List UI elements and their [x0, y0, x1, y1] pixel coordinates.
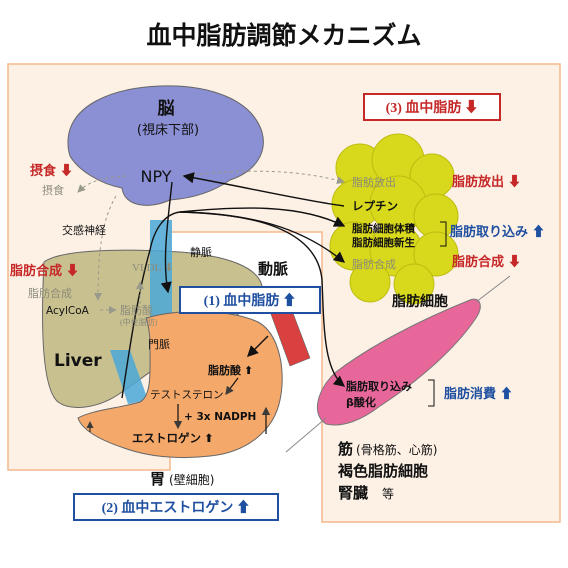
neogenesis-text: 脂肪細胞新生 — [351, 236, 415, 249]
stomach-fatty-acid-text: 脂肪酸⬆ — [207, 363, 253, 377]
muscle-shape — [316, 298, 481, 426]
svg-text:(1) 血中脂肪⬆: (1) 血中脂肪⬆ — [204, 292, 297, 309]
npy-label: NPY — [140, 167, 171, 186]
consumption-bracket — [428, 379, 435, 407]
lipogenesis-label: 脂肪合成 — [28, 286, 72, 300]
arrow-artery-to-stomach — [247, 335, 269, 357]
brain-sublabel: (視床下部) — [137, 123, 199, 138]
estrogen-text: エストロゲン⬆ — [132, 431, 214, 445]
muscle-line1: 筋(骨格筋、心筋) — [337, 440, 437, 458]
vein-shape — [150, 220, 172, 338]
svg-text:(3) 血中脂肪⬇: (3) 血中脂肪⬇ — [386, 99, 479, 116]
muscle-line3: 腎臓等 — [338, 484, 394, 502]
fatty-acid-label: 脂肪酸 — [120, 303, 153, 317]
consumption-up-label: 脂肪消費⬆ — [443, 386, 513, 401]
feeding-label: 摂食 — [42, 183, 64, 197]
liver-label: Liver — [54, 351, 102, 371]
beta-oxidation-text: β酸化 — [346, 395, 376, 409]
release-up-label: 脂肪放出⬇ — [451, 174, 521, 189]
callout-estrogen-2: (2) 血中エストロゲン⬆ — [73, 493, 279, 521]
arrow-vessel-to-accumulation — [179, 207, 346, 227]
portal-vein-label: 門脈 — [148, 337, 170, 351]
stomach-name: 胃(壁細胞) — [150, 470, 214, 488]
page-title: 血中脂肪調節メカニズム — [146, 21, 421, 50]
portal-vein-shape — [110, 350, 148, 404]
arrow-npy-to-release — [181, 170, 345, 185]
vldl-label: VLDL⬇ — [132, 262, 174, 274]
artery-label: 動脈 — [258, 260, 288, 278]
callout-blood-fat-1: (1) 血中脂肪⬆ — [179, 286, 321, 314]
uptake-bracket — [440, 221, 447, 247]
testosterone-text: テストステロン — [150, 389, 224, 401]
feeding-down-label: 摂食⬇ — [30, 163, 73, 178]
stomach-shape — [77, 311, 283, 459]
muscle-line2: 褐色脂肪細胞 — [337, 462, 428, 480]
muscle-tendon-left — [285, 417, 327, 453]
adipose-cluster — [329, 133, 459, 305]
brain-label: 脳 — [158, 99, 175, 119]
svg-text:(2) 血中エストロゲン⬆: (2) 血中エストロゲン⬆ — [102, 499, 251, 516]
muscle-tendon-right — [475, 275, 511, 303]
accumulation-text: 脂肪細胞体積 — [351, 222, 415, 235]
synthesis-down-label: 脂肪合成⬇ — [451, 254, 521, 269]
arrow-npy-down — [160, 181, 173, 294]
acylcoa-label: AcylCoA — [46, 305, 90, 317]
neutral-fat-label: (中性脂肪) — [120, 317, 158, 327]
sympathetic-label: 交感神経 — [62, 223, 106, 237]
arrow-stomach-up — [121, 211, 181, 399]
callout-blood-fat-3: (3) 血中脂肪⬇ — [363, 93, 501, 121]
adipose-release-text: 脂肪放出 — [352, 175, 396, 189]
arrow-vessel-to-muscle — [179, 211, 346, 387]
uptake-up-label: 脂肪取り込み⬆ — [449, 224, 545, 239]
arrow-sympathetic — [94, 195, 117, 301]
muscle-uptake-text: 脂肪取り込み — [345, 379, 412, 393]
nadph-text: + 3x NADPH — [184, 411, 256, 423]
adipose-name: 脂肪細胞 — [391, 293, 448, 310]
vein-label: 静脈 — [190, 245, 212, 259]
lipogenesis-down-label: 脂肪合成⬇ — [9, 263, 79, 278]
arrow-leptin-to-npy — [182, 172, 345, 207]
adipose-synthesis-text: 脂肪合成 — [352, 257, 396, 271]
arrow-fa-down — [225, 377, 239, 395]
leptin-text: レプチン — [352, 199, 398, 213]
